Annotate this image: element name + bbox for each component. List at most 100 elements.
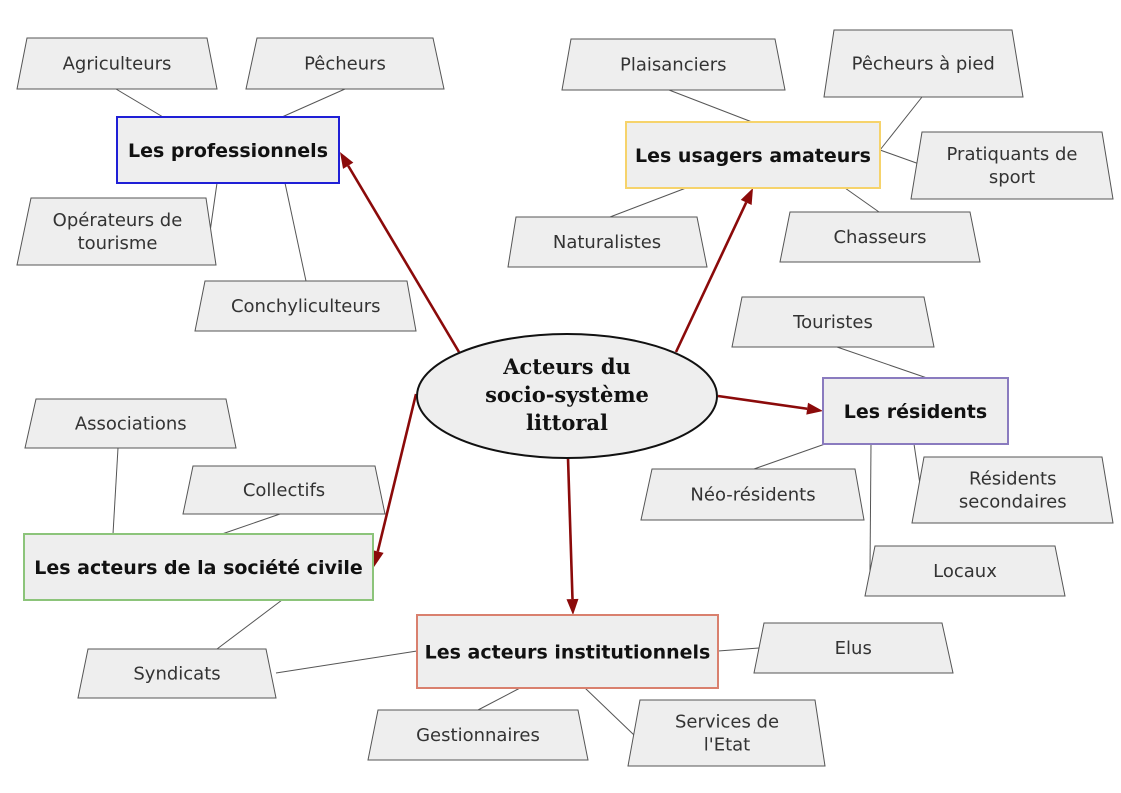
sub-actor-shape — [864, 545, 1066, 597]
connector-line — [281, 88, 346, 118]
sub-actor-label: tourisme — [78, 233, 158, 254]
sub-actor-label: Résidents — [969, 469, 1057, 490]
sub-actor-label: Agriculteurs — [63, 54, 172, 75]
sub-actor-shape — [910, 131, 1114, 200]
connector-lines — [112, 88, 928, 736]
sub-actor-locaux: Locaux — [864, 545, 1066, 597]
connector-line — [879, 96, 923, 151]
sub-actor-shape — [911, 456, 1114, 524]
arrowhead — [806, 402, 823, 415]
sub-actor-label: Collectifs — [243, 480, 325, 501]
sub-actor-shape — [731, 296, 935, 348]
sub-actor-label: Touristes — [792, 312, 873, 333]
category-arrow — [340, 152, 461, 353]
category-box — [822, 377, 1009, 445]
sub-actor-label: Pratiquants de — [947, 144, 1078, 165]
category-institutionnels: Les acteurs institutionnels — [416, 614, 719, 689]
connector-line — [284, 182, 307, 282]
sub-actor-gestionnaires: Gestionnaires — [367, 709, 589, 761]
sub-actor-shape — [561, 38, 786, 91]
category-box — [625, 121, 881, 189]
center-title-line: socio-système — [485, 382, 649, 407]
sub-actor-label: Gestionnaires — [416, 725, 540, 746]
sub-actor-shape — [753, 622, 954, 674]
sub-actor-shape — [779, 211, 981, 263]
category-box — [116, 116, 340, 184]
connector-line — [869, 443, 872, 572]
sub-actor-shape — [16, 197, 217, 266]
sub-actor-shape — [640, 468, 865, 521]
sub-actor-touristes: Touristes — [731, 296, 935, 348]
connector-line — [584, 687, 635, 736]
sub-actor-plaisanciers: Plaisanciers — [561, 38, 786, 91]
category-usagers: Les usagers amateurs — [625, 121, 881, 189]
center-ellipse — [416, 333, 718, 459]
sub-actor-label: Pêcheurs à pied — [852, 54, 995, 75]
sub-actor-label: Locaux — [933, 561, 997, 582]
sub-actor-pecheurs-pied: Pêcheurs à pied — [823, 29, 1024, 98]
sub-actor-collectifs: Collectifs — [182, 465, 386, 515]
sub-actor-shape — [194, 280, 417, 332]
connector-line — [844, 187, 880, 213]
sub-actor-label: l'Etat — [704, 735, 750, 756]
arrowhead — [340, 152, 354, 169]
connector-line — [112, 447, 119, 535]
connector-line — [836, 346, 928, 379]
category-arrow — [674, 188, 753, 353]
category-arrow — [371, 393, 418, 567]
sub-actor-label: Néo-résidents — [690, 485, 815, 506]
category-label: Les acteurs institutionnels — [425, 642, 711, 664]
sub-actor-shape — [507, 216, 708, 268]
sub-actor-label: sport — [989, 167, 1035, 188]
category-nodes: Les professionnels Les usagers amateursLe… — [23, 116, 1009, 689]
sub-actor-shape — [245, 37, 445, 90]
arrow-shaft — [347, 165, 461, 353]
connector-line — [717, 647, 760, 652]
arrow-shaft — [376, 393, 418, 552]
arrow-shaft — [717, 394, 808, 411]
sub-actor-shape — [367, 709, 589, 761]
sub-actor-label: Pêcheurs — [304, 54, 386, 75]
category-box — [23, 533, 374, 601]
arrow-shaft — [566, 457, 574, 600]
arrowhead — [371, 550, 384, 567]
connector-line — [609, 187, 687, 218]
sub-actor-label: Chasseurs — [833, 227, 926, 248]
center-title-line: Acteurs du — [502, 354, 631, 379]
connector-line — [115, 88, 164, 118]
sub-actor-conchyliculteurs: Conchyliculteurs — [194, 280, 417, 332]
sub-actor-label: Naturalistes — [553, 232, 661, 253]
category-arrows — [340, 152, 823, 615]
connector-line — [668, 89, 753, 123]
connector-line — [221, 513, 281, 535]
sub-actor-shape — [77, 648, 277, 699]
arrowhead — [566, 598, 579, 615]
sub-actor-label: Plaisanciers — [620, 55, 726, 76]
sub-actor-label: Conchyliculteurs — [231, 296, 381, 317]
connector-line — [879, 149, 923, 166]
sub-actor-agriculteurs: Agriculteurs — [16, 37, 218, 90]
category-box — [416, 614, 719, 689]
sub-actor-label: Elus — [835, 638, 872, 659]
sub-actor-label: Services de — [675, 712, 779, 733]
connector-line — [216, 599, 283, 650]
sub-actor-naturalistes: Naturalistes — [507, 216, 708, 268]
arrowhead — [740, 188, 753, 206]
sub-actor-shape — [182, 465, 386, 515]
sub-actor-shape — [823, 29, 1024, 98]
category-label: Les acteurs de la société civile — [34, 557, 363, 579]
category-residents: Les résidents — [822, 377, 1009, 445]
connector-line — [753, 443, 826, 470]
sub-actor-neo-residents: Néo-résidents — [640, 468, 865, 521]
sub-actor-pecheurs: Pêcheurs — [245, 37, 445, 90]
category-arrow — [566, 457, 579, 615]
sub-actor-chasseurs: Chasseurs — [779, 211, 981, 263]
sub-actor-label: Opérateurs de — [53, 210, 183, 231]
category-label: Les professionnels — [128, 140, 328, 162]
